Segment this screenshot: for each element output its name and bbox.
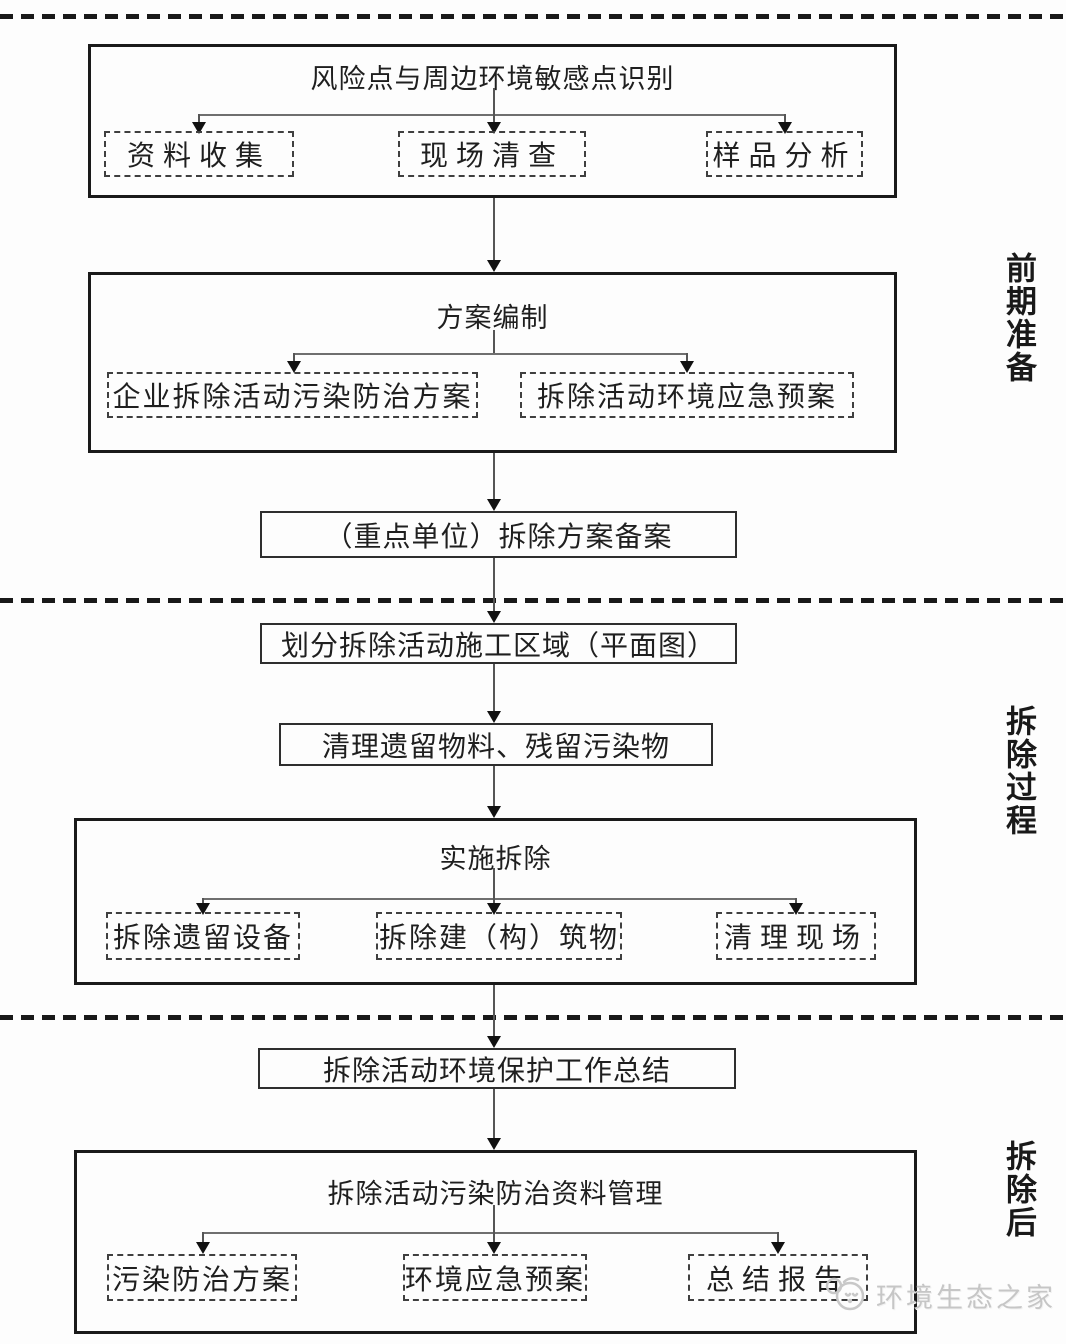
work-summary-box: 拆除活动环境保护工作总结 xyxy=(258,1048,736,1089)
site-inventory-box: 现场清查 xyxy=(398,131,586,177)
arrowhead-down-icon xyxy=(287,361,301,373)
sample-analysis-box: 样品分析 xyxy=(706,131,863,177)
watermark-text: 环境生态之家 xyxy=(876,1283,1056,1313)
site-cleanup-box: 清理现场 xyxy=(716,912,876,960)
arrowhead-down-icon xyxy=(487,1138,501,1150)
arrowhead-down-icon xyxy=(487,260,501,272)
connector-branch xyxy=(203,898,796,900)
arrow-line xyxy=(493,198,495,260)
arrow-line xyxy=(493,453,495,499)
arrow-line xyxy=(493,985,495,1036)
connector-stem xyxy=(493,868,495,898)
arrowhead-down-icon xyxy=(487,611,501,623)
connector-drop xyxy=(795,898,797,903)
data-collection-box: 资料收集 xyxy=(104,131,294,177)
arrow-line xyxy=(493,766,495,806)
bird-face-logo-icon xyxy=(822,1270,870,1321)
connector-stem xyxy=(493,88,495,114)
plan-compilation-box: 方案编制 企业拆除活动污染防治方案 拆除活动环境应急预案 xyxy=(88,272,897,453)
connector-drop xyxy=(493,898,495,903)
records-management-title: 拆除活动污染防治资料管理 xyxy=(327,1179,664,1209)
plan-compilation-title: 方案编制 xyxy=(436,303,549,333)
arrowhead-down-icon xyxy=(487,1242,501,1254)
arrowhead-down-icon xyxy=(771,1242,785,1254)
arrowhead-down-icon xyxy=(487,711,501,723)
stage-divider-top xyxy=(0,14,1066,19)
summary-report-box: 总结报告 xyxy=(688,1254,868,1301)
building-demolition-box: 拆除建（构）筑物 xyxy=(376,912,622,960)
arrowhead-down-icon xyxy=(680,361,694,373)
connector-branch xyxy=(203,1232,778,1234)
connector-stem xyxy=(493,330,495,353)
connector-branch xyxy=(199,114,785,116)
connector-drop xyxy=(493,1232,495,1242)
pollution-prevention-plan-box: 污染防治方案 xyxy=(107,1254,297,1301)
connector-drop xyxy=(198,114,200,122)
arrowhead-down-icon xyxy=(487,806,501,818)
arrow-line xyxy=(493,1089,495,1138)
risk-identification-box: 风险点与周边环境敏感点识别 资料收集 现场清查 样品分析 xyxy=(88,44,897,198)
filing-box: （重点单位）拆除方案备案 xyxy=(260,511,737,558)
connector-drop xyxy=(686,353,688,361)
connector-branch xyxy=(294,353,687,355)
stage-label-after: 拆除后 xyxy=(1001,1140,1036,1239)
demolition-emergency-plan-box: 拆除活动环境应急预案 xyxy=(520,372,854,418)
connector-drop xyxy=(493,114,495,122)
stage-label-process: 拆除过程 xyxy=(1001,705,1036,837)
arrowhead-down-icon xyxy=(196,1242,210,1254)
connector-drop xyxy=(202,898,204,903)
connector-drop xyxy=(293,353,295,361)
arrowhead-down-icon xyxy=(487,499,501,511)
connector-drop xyxy=(202,1232,204,1242)
arrowhead-down-icon xyxy=(487,1036,501,1048)
arrow-line xyxy=(493,664,495,711)
demolition-implementation-box: 实施拆除 拆除遗留设备 拆除建（构）筑物 清理现场 xyxy=(74,818,917,985)
equipment-removal-box: 拆除遗留设备 xyxy=(106,912,300,960)
connector-stem xyxy=(493,1205,495,1232)
records-management-box: 拆除活动污染防治资料管理 污染防治方案 环境应急预案 总结报告 xyxy=(74,1150,917,1334)
stage-divider-middle xyxy=(0,598,1066,603)
watermark: 环境生态之家 xyxy=(822,1270,1056,1321)
enterprise-pollution-prevention-plan-box: 企业拆除活动污染防治方案 xyxy=(107,372,478,418)
zoning-box: 划分拆除活动施工区域（平面图） xyxy=(260,623,737,664)
connector-drop xyxy=(784,114,786,122)
stage-label-preparation: 前期准备 xyxy=(1001,252,1036,384)
connector-drop xyxy=(777,1232,779,1242)
environmental-emergency-plan-box: 环境应急预案 xyxy=(403,1254,587,1301)
demolition-implementation-title: 实施拆除 xyxy=(439,844,552,874)
residue-cleanup-box: 清理遗留物料、残留污染物 xyxy=(279,723,713,766)
risk-identification-title: 风险点与周边环境敏感点识别 xyxy=(310,64,675,94)
arrow-line xyxy=(493,558,495,611)
stage-divider-bottom xyxy=(0,1015,1066,1020)
